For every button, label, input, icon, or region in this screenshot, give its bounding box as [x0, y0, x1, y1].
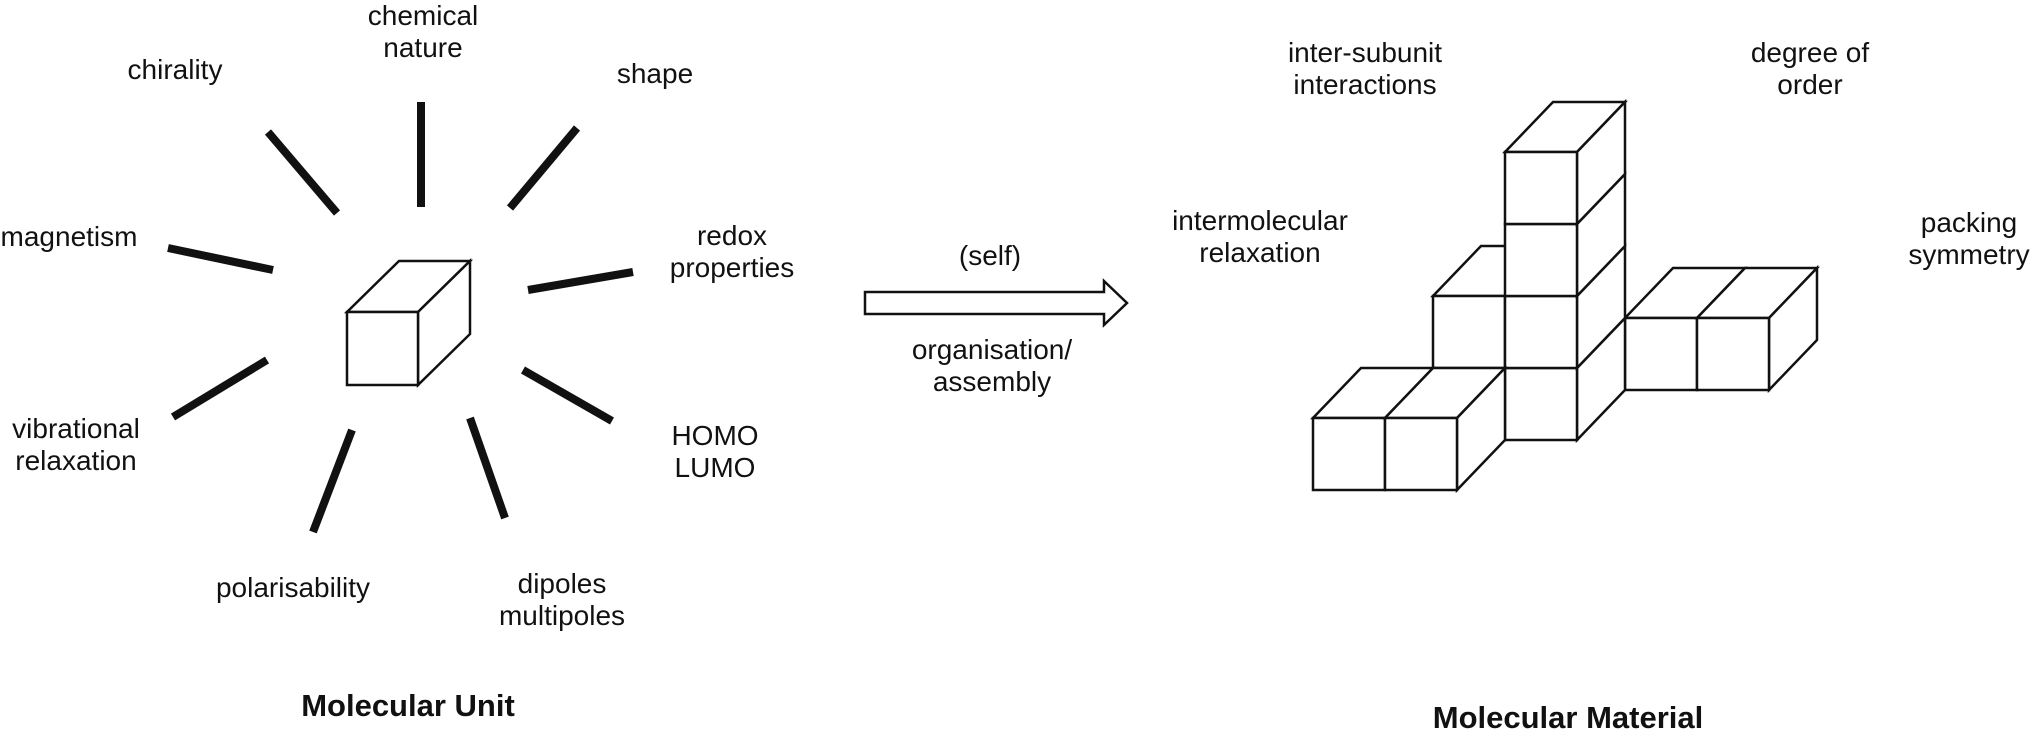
- block-front-face: [1503, 222, 1579, 298]
- label-inter-subunit: inter-subunit interactions: [1287, 37, 1443, 100]
- unit-cube-front-face: [345, 310, 420, 387]
- material-blocks: [1310, 98, 1820, 494]
- spoke-shape: [506, 125, 581, 211]
- label-vibrational-relaxation: vibrational relaxation: [12, 413, 140, 476]
- left-diagram-title: Molecular Unit: [301, 688, 515, 723]
- block-front-face: [1695, 316, 1771, 392]
- label-degree-of-order: degree of order: [1750, 37, 1870, 100]
- block-front-face: [1503, 150, 1579, 226]
- unit-cube-icon: [343, 258, 474, 388]
- label-chemical-nature: chemical nature: [367, 0, 479, 63]
- label-polarisability: polarisability: [215, 572, 371, 603]
- spoke-chirality: [264, 129, 341, 216]
- property-spokes: [167, 102, 634, 534]
- label-intermolecular-relaxation: intermolecular relaxation: [1172, 205, 1348, 268]
- block-front-face: [1311, 416, 1387, 492]
- spoke-magnetism: [167, 244, 274, 274]
- label-shape: shape: [616, 58, 694, 89]
- spoke-redox: [527, 268, 634, 294]
- label-packing-symmetry: packing symmetry: [1908, 207, 2030, 270]
- spoke-dipoles: [466, 416, 509, 520]
- right-diagram-title: Molecular Material: [1432, 700, 1704, 735]
- label-chirality: chirality: [127, 54, 223, 85]
- block-front-face: [1503, 294, 1579, 370]
- label-self: (self): [958, 240, 1022, 271]
- spoke-homo-lumo: [521, 366, 614, 425]
- block-front-face: [1431, 294, 1507, 370]
- block-front-face: [1503, 366, 1579, 442]
- spoke-polarisability: [309, 428, 356, 534]
- label-redox-properties: redox properties: [669, 220, 795, 283]
- assembly-arrow: [863, 278, 1129, 328]
- label-homo-lumo: HOMO LUMO: [671, 420, 759, 483]
- label-dipoles-multipoles: dipoles multipoles: [498, 568, 626, 631]
- label-magnetism: magnetism: [0, 221, 138, 252]
- block-front-face: [1383, 416, 1459, 492]
- block-front-face: [1623, 316, 1699, 392]
- label-organisation-assembly: organisation/ assembly: [911, 334, 1073, 397]
- spoke-vibrational: [170, 356, 270, 421]
